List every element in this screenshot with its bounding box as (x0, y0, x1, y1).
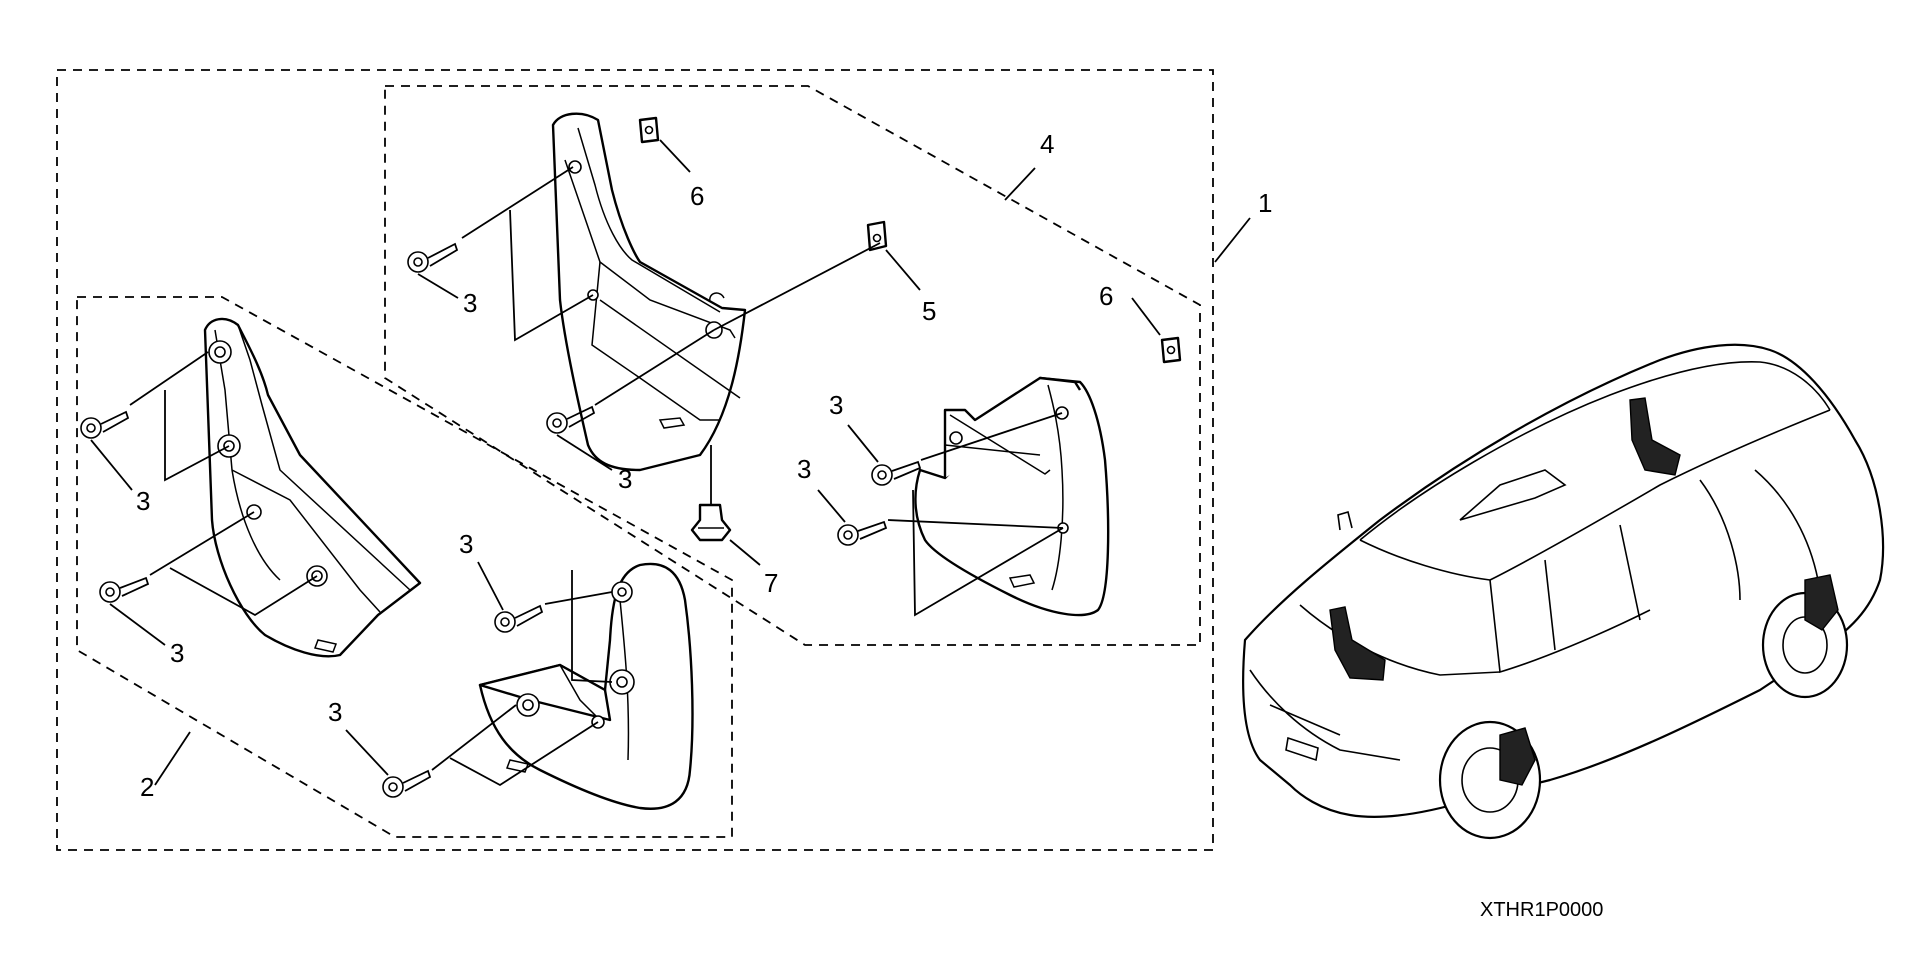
screw-group (80, 242, 922, 798)
callout-2: 2 (140, 772, 154, 802)
screw-5 (80, 410, 130, 439)
highlight-front-wheel-guard (1499, 727, 1536, 786)
clip-7 (690, 445, 761, 566)
highlight-rear-guard (1629, 397, 1681, 476)
screw-8 (382, 769, 432, 798)
callout-6-upper: 6 (690, 181, 704, 211)
screw-2 (546, 405, 596, 434)
front-mudguard-right (478, 562, 694, 810)
attachment-leaders (129, 166, 1064, 787)
leader-4 (1004, 167, 1036, 201)
rear-mudguard-right (914, 376, 1110, 617)
rear-mudguard-left (551, 112, 747, 472)
highlight-rear-wheel-guard (1804, 574, 1839, 631)
callout-3-c: 3 (829, 390, 843, 420)
kit-boundary (56, 69, 1214, 851)
diagram-code: XTHR1P0000 (1480, 899, 1603, 921)
screw-7 (494, 604, 544, 633)
vehicle-illustration (1242, 343, 1885, 840)
callout-3-g: 3 (459, 529, 473, 559)
callout-1: 1 (1258, 188, 1272, 218)
callout-3-d: 3 (797, 454, 811, 484)
screw-4 (837, 520, 888, 546)
front-mudguard-left (203, 317, 422, 658)
front-set-boundary (76, 296, 733, 838)
highlight-front-guard (1329, 606, 1386, 681)
screw-3 (871, 460, 922, 486)
leader-1 (1214, 217, 1251, 263)
screw-1 (407, 242, 459, 273)
callout-4: 4 (1040, 129, 1054, 159)
leader-2 (154, 731, 191, 786)
callout-7: 7 (764, 568, 778, 598)
nut-6-upper (638, 116, 691, 173)
callout-3-f: 3 (170, 638, 184, 668)
clip-5 (866, 220, 921, 291)
callout-3-e: 3 (136, 486, 150, 516)
callout-6-right: 6 (1099, 281, 1113, 311)
screw-6 (99, 576, 150, 603)
callout-3-b: 3 (618, 464, 632, 494)
callout-3-a: 3 (463, 288, 477, 318)
callout-3-h: 3 (328, 697, 342, 727)
nut-6-right (1131, 297, 1182, 364)
rear-set-boundary (384, 85, 1201, 646)
callout-5: 5 (922, 296, 936, 326)
